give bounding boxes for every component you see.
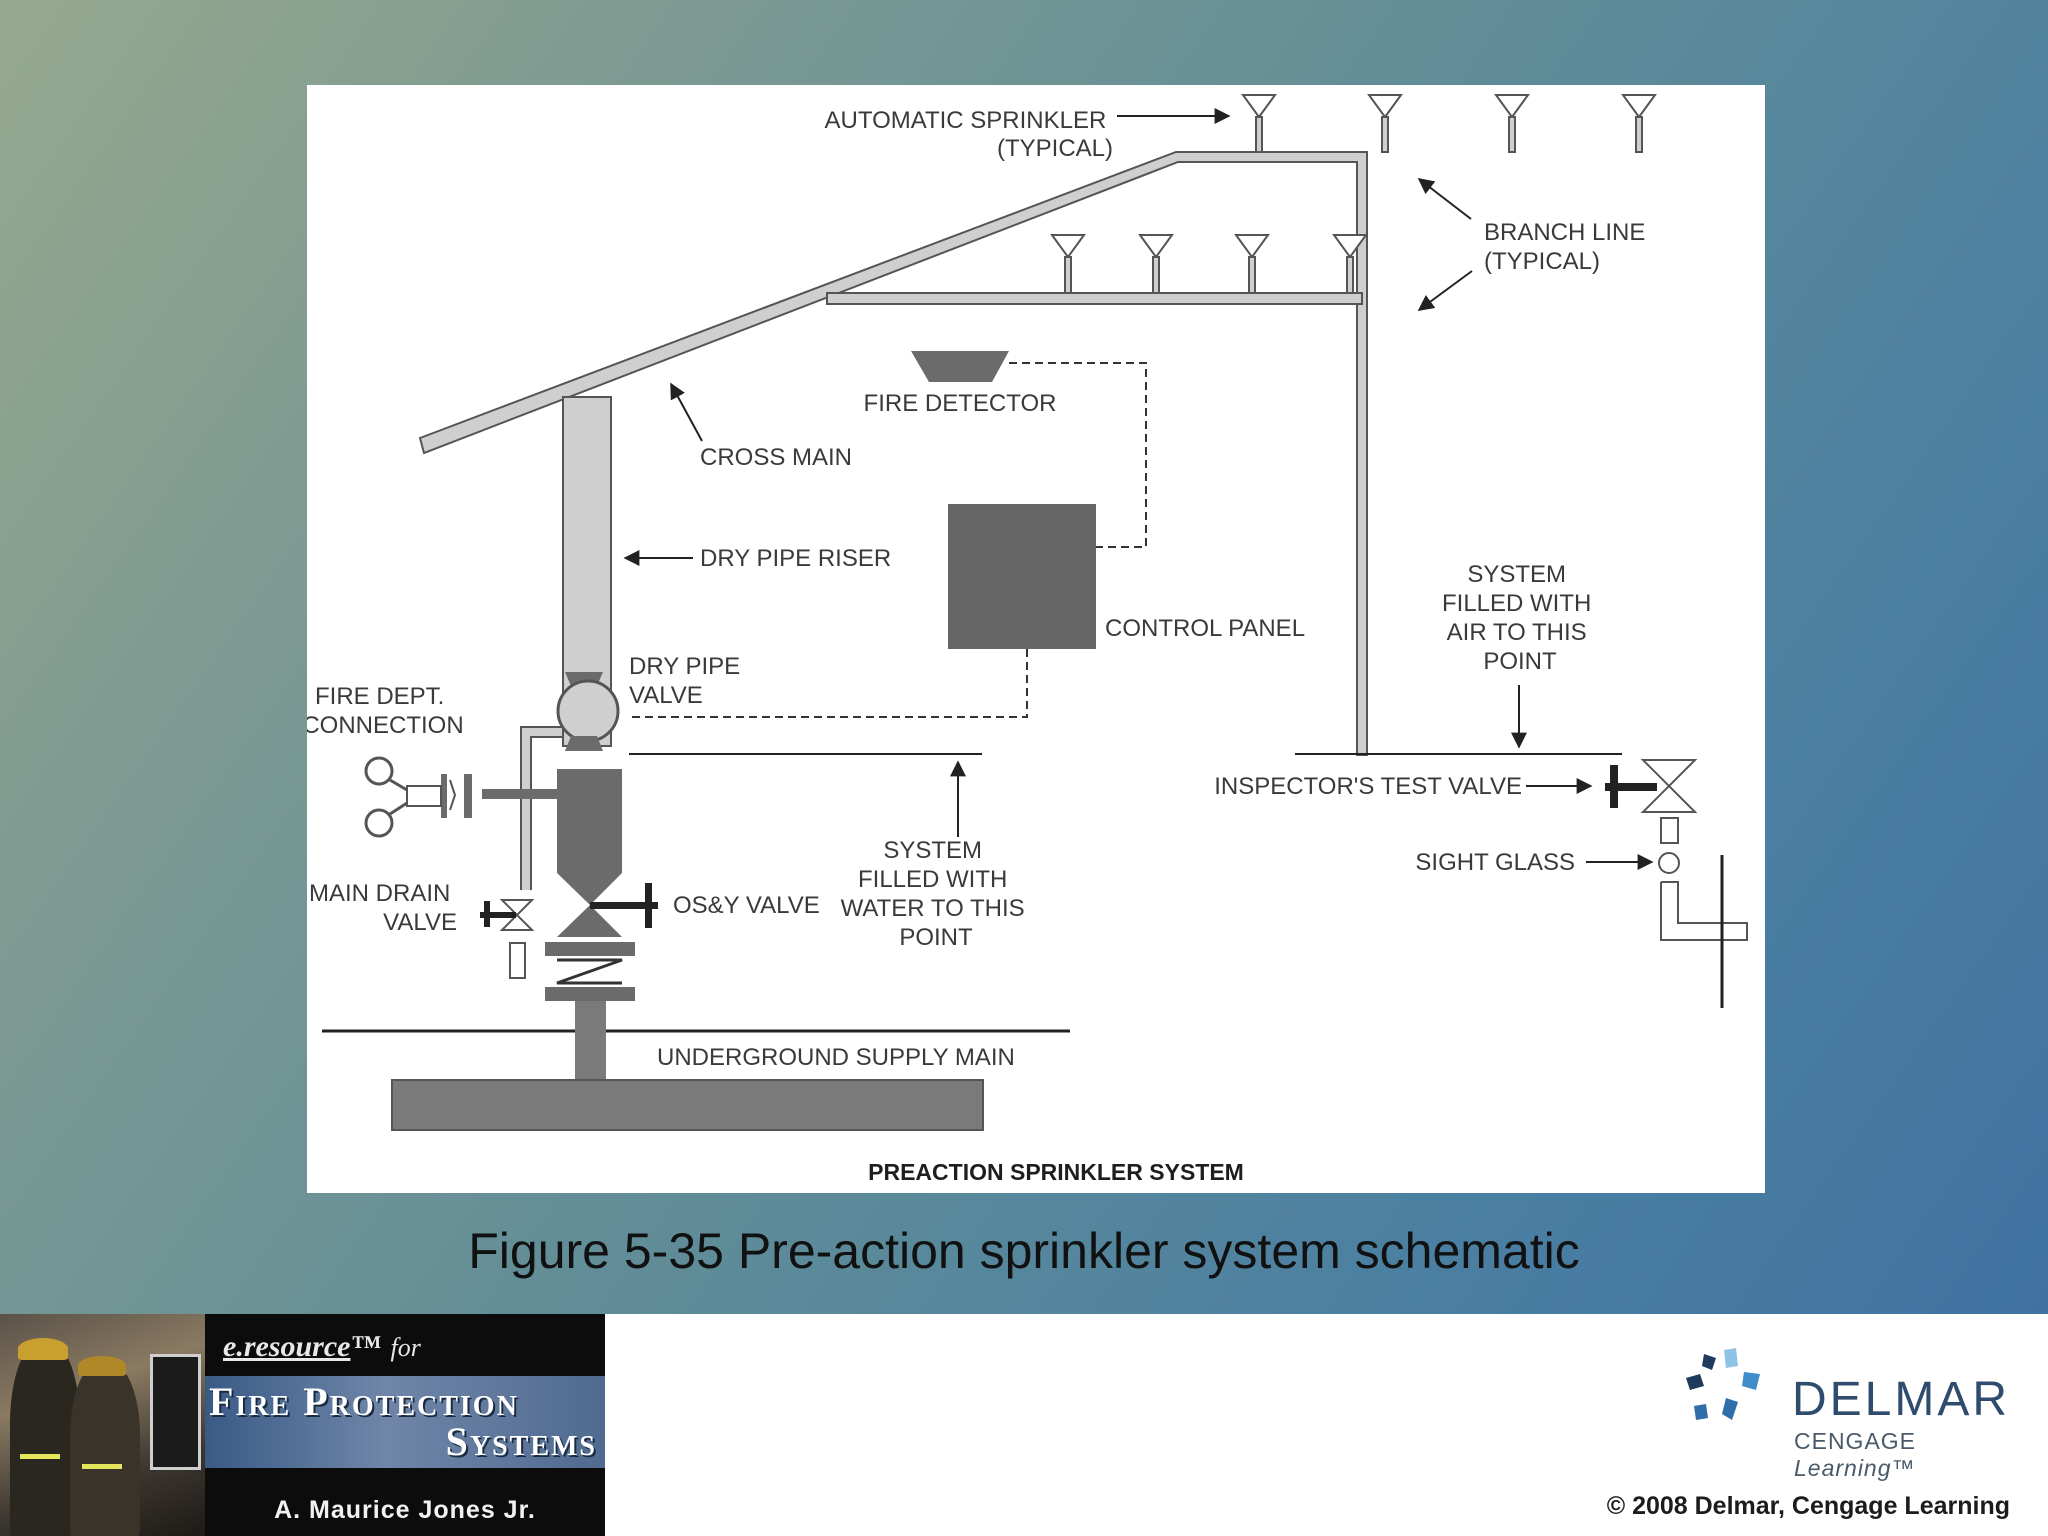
eresource-brand: e.resource [223, 1330, 351, 1363]
label-sight-glass: SIGHT GLASS [1415, 849, 1575, 876]
label-osy-valve: OS&Y VALVE [673, 892, 820, 919]
underground-supply-main-pipe [391, 1079, 984, 1131]
label-fire-dept-connection: FIRE DEPT. CONNECTION [307, 683, 464, 739]
detection-wiring [629, 362, 1147, 718]
series-title-line2: Systems [445, 1419, 597, 1464]
sprinkler-head [1621, 94, 1657, 153]
dry-pipe-valve [556, 672, 620, 751]
eresource-line: e.resource™ for [223, 1330, 421, 1364]
preaction-sprinkler-diagram: AUTOMATIC SPRINKLER (TYPICAL) BRANCH LIN… [307, 94, 1748, 1185]
sprinkler-head [1494, 94, 1530, 153]
sprinkler-head [1367, 94, 1403, 153]
series-band [205, 1376, 605, 1468]
label-dry-pipe-valve: DRY PIPE VALVE [629, 653, 747, 709]
eresource-trademark: ™ [350, 1330, 381, 1363]
delmar-pinwheel-icon [1686, 1348, 1760, 1420]
firefighters-photo [0, 1314, 205, 1536]
control-panel-box [948, 504, 1096, 649]
osy-valve-flange [545, 942, 635, 956]
publisher-name: DELMAR [1792, 1373, 2011, 1426]
inspectors-test-valve-symbol [1605, 759, 1698, 813]
label-inspectors-test-valve: INSPECTOR'S TEST VALVE [1214, 773, 1522, 800]
eresource-for: for [390, 1333, 421, 1362]
series-title-line1: Fire Protection [209, 1379, 519, 1424]
supply-flange [545, 987, 635, 1001]
branch-line-pipe [826, 292, 1363, 305]
leader-arrows [623, 108, 1654, 870]
osy-valve-handle [590, 883, 658, 928]
osy-valve-stem [556, 958, 623, 985]
fire-dept-connection [364, 726, 562, 890]
osy-valve-shape [557, 873, 622, 937]
sight-glass-symbol [1658, 817, 1748, 1008]
book-author: A. Maurice Jones Jr. [274, 1496, 536, 1524]
label-branch-line: BRANCH LINE (TYPICAL) [1484, 219, 1652, 275]
copyright-line: © 2008 Delmar, Cengage Learning [1606, 1492, 2010, 1520]
publisher-sub-cengage: CENGAGE [1794, 1428, 1917, 1454]
label-dry-pipe-riser: DRY PIPE RISER [700, 545, 891, 572]
upper-sprinkler-heads [1241, 94, 1657, 153]
label-cross-main: CROSS MAIN [700, 444, 852, 471]
fire-detector-shape [911, 351, 1009, 382]
figure-panel: AUTOMATIC SPRINKLER (TYPICAL) BRANCH LIN… [307, 85, 1765, 1193]
sprinkler-head [1332, 234, 1368, 294]
lower-sprinkler-heads [1050, 234, 1368, 294]
label-system-water: SYSTEM FILLED WITH WATER TO THIS POINT [841, 837, 1032, 951]
publisher-sub-learning: Learning [1794, 1455, 1892, 1481]
label-automatic-sprinkler: AUTOMATIC SPRINKLER (TYPICAL) [825, 107, 1114, 162]
book-title-panel: e.resource™ for Fire Protection Systems A… [205, 1314, 605, 1536]
figure-caption: Figure 5-35 Pre-action sprinkler system … [468, 1223, 1580, 1279]
alarm-check-valve-body [557, 769, 622, 873]
sprinkler-head [1234, 234, 1270, 294]
publisher-sub-trademark: ™ [1891, 1455, 1916, 1481]
sprinkler-head [1050, 234, 1086, 294]
underground-riser [575, 1001, 606, 1085]
main-drain-valve-symbol [480, 899, 535, 979]
label-fire-detector: FIRE DETECTOR [864, 390, 1057, 417]
book-banner: e.resource™ for Fire Protection Systems A… [0, 1314, 605, 1536]
label-main-drain-valve: MAIN DRAIN VALVE [309, 880, 457, 936]
label-control-panel: CONTROL PANEL [1105, 615, 1305, 642]
diagram-title: PREACTION SPRINKLER SYSTEM [868, 1159, 1244, 1185]
publisher-logo: DELMAR CENGAGE Learning™ [1676, 1344, 2016, 1481]
sprinkler-head [1138, 234, 1174, 294]
sprinkler-head [1241, 94, 1277, 153]
label-system-air: SYSTEM FILLED WITH AIR TO THIS POINT [1442, 561, 1598, 675]
label-underground-supply-main: UNDERGROUND SUPPLY MAIN [657, 1044, 1015, 1071]
publisher-sub: CENGAGE Learning™ [1794, 1428, 2016, 1482]
